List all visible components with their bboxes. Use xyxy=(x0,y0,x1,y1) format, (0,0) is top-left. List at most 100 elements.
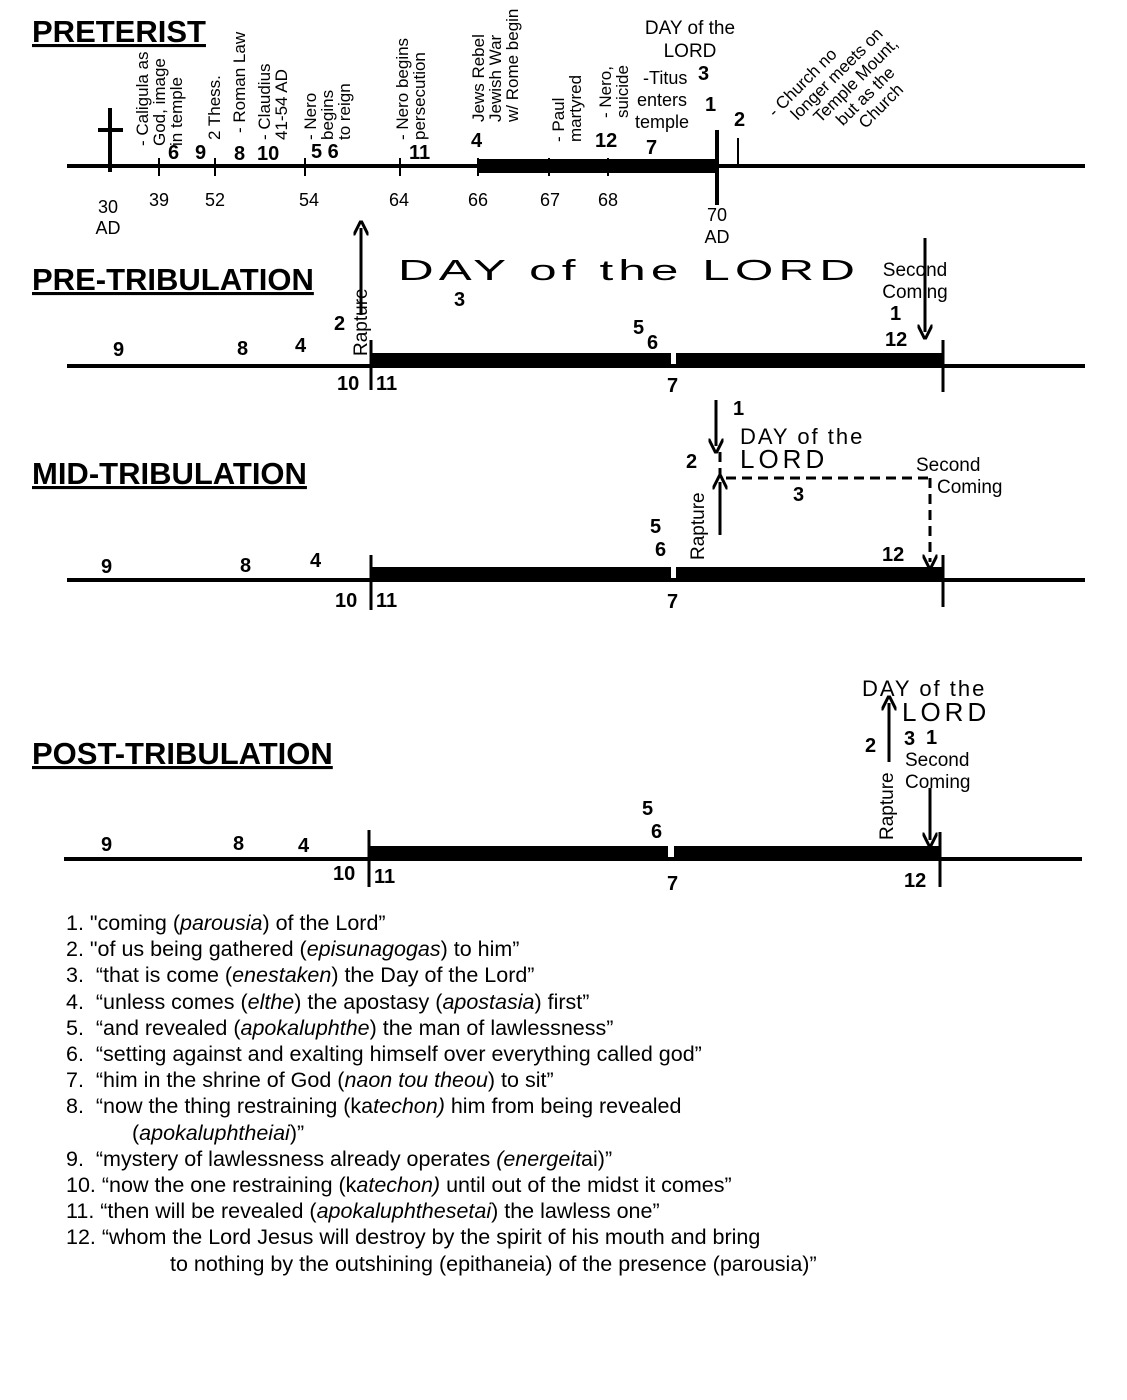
note-text: “and revealed ( xyxy=(83,1015,241,1040)
event-num: 6 xyxy=(168,142,179,164)
event-num: 2 xyxy=(686,451,697,473)
pre-trib-bar-first-half xyxy=(370,353,671,367)
event-num: 5 xyxy=(633,317,644,339)
rapture-label: Rapture xyxy=(688,492,709,560)
note-text: “him in the shrine of God ( xyxy=(83,1068,345,1093)
note-number: 2. xyxy=(66,937,84,962)
note-item: 8. “now the thing restraining (katechon)… xyxy=(66,1093,1106,1119)
preterist-war-bar xyxy=(478,159,718,173)
event-num: 9 xyxy=(101,556,112,578)
event-num: 10 xyxy=(337,373,359,395)
note-greek-term: episunagogas xyxy=(306,937,441,962)
note-greek-term: apostasia xyxy=(442,989,535,1014)
event-num: 2 xyxy=(334,313,345,335)
note-number: 11. xyxy=(66,1199,95,1224)
note-text: ( xyxy=(132,1120,140,1145)
event-num: 1 xyxy=(890,303,901,325)
post-trib-title: POST-TRIBULATION xyxy=(32,736,333,771)
event-num: 8 xyxy=(233,833,244,855)
note-greek-term: elthe xyxy=(247,989,295,1014)
note-text: “unless comes ( xyxy=(83,989,248,1014)
note-item: 12. “whom the Lord Jesus will destroy by… xyxy=(66,1224,1106,1250)
event-label-caligula: - Caligula asGod, imagein temple xyxy=(133,52,186,147)
note-greek-term: atechon) xyxy=(356,1173,441,1198)
note-item: 11. “then will be revealed (apokaluphthe… xyxy=(66,1198,1106,1224)
event-num: 1 xyxy=(926,727,937,749)
year-label: 68 xyxy=(598,190,618,210)
note-number: 8. xyxy=(66,1094,84,1119)
note-text: “mystery of lawlessness already operates xyxy=(83,1146,497,1171)
event-num: 8 xyxy=(240,555,251,577)
note-number: 10. xyxy=(66,1173,96,1198)
note-text: ) to sit” xyxy=(487,1068,554,1093)
note-text: “now the one restraining (k xyxy=(95,1173,357,1198)
event-num: 10 xyxy=(335,590,357,612)
event-num: 12 xyxy=(595,130,617,152)
note-number: 5. xyxy=(66,1015,84,1040)
event-num: 2 xyxy=(865,735,876,757)
post-trib-bar-second-half xyxy=(674,846,941,860)
year-label: 67 xyxy=(540,190,560,210)
event-num: 6 xyxy=(655,539,666,561)
note-item: 6. “setting against and exalting himself… xyxy=(66,1041,1106,1067)
event-label-church: - Church nolonger meets onTemple Mount,b… xyxy=(764,9,927,172)
rapture-label: Rapture xyxy=(877,772,898,840)
year-label: 64 xyxy=(389,190,409,210)
event-num: 7 xyxy=(646,137,657,159)
note-item: 3. “that is come (enestaken) the Day of … xyxy=(66,962,1106,988)
note-text: ) the man of lawlessness” xyxy=(369,1015,614,1040)
note-text: “now the thing restraining (ka xyxy=(83,1094,374,1119)
event-label-2-thess: 2 Thess. xyxy=(205,75,224,140)
event-num: 5 6 xyxy=(311,141,339,163)
mid-trib-title: MID-TRIBULATION xyxy=(32,456,307,491)
pre-trib-title: PRE-TRIBULATION xyxy=(32,262,314,297)
note-item: 7. “him in the shrine of God (naon tou t… xyxy=(66,1067,1106,1093)
event-num: 7 xyxy=(667,375,678,397)
event-num: 3 xyxy=(698,63,709,85)
event-label-nero-persecution: - Nero beginspersecution xyxy=(393,38,429,140)
event-label-nero-suicide: - Nero,suicide xyxy=(596,65,632,118)
note-greek-term: apokaluphtheiai xyxy=(139,1120,290,1145)
event-num: 2 xyxy=(734,109,745,131)
note-text: “that is come ( xyxy=(83,963,233,988)
preterist-year-ticks xyxy=(158,158,609,176)
mid-trib-bar-first-half xyxy=(370,567,671,581)
note-text: “whom the Lord Jesus will destroy by the… xyxy=(95,1225,761,1250)
note-number: 6. xyxy=(66,1042,84,1067)
note-text: ) first” xyxy=(534,989,590,1014)
year-label: 52 xyxy=(205,190,225,210)
verse-notes-list: 1. "coming (parousia) of the Lord”2. "of… xyxy=(66,910,1106,1277)
event-num: 9 xyxy=(195,142,206,164)
preterist-section: PRETERIST - Caligula asGod, imagein temp… xyxy=(32,9,1085,247)
note-greek-term: apokaluphthe xyxy=(240,1015,370,1040)
event-num: 5 xyxy=(642,798,653,820)
event-label-paul: - Paulmartyred xyxy=(549,75,585,142)
event-num: 7 xyxy=(667,591,678,613)
preterist-title: PRETERIST xyxy=(32,14,206,49)
note-item: 5. “and revealed (apokaluphthe) the man … xyxy=(66,1015,1106,1041)
event-num: 6 xyxy=(651,821,662,843)
rapture-label: Rapture xyxy=(351,288,372,356)
event-label-claudius: - Claudius41-54 AD xyxy=(255,63,291,140)
event-num: 4 xyxy=(310,550,322,572)
event-num: 3 xyxy=(904,728,915,750)
day-of-lord-banner: DAY of the LORD xyxy=(398,255,860,287)
note-number: 1. xyxy=(66,911,84,935)
event-label-jewish-war: Jews RebelJewish Warw/ Rome begin xyxy=(469,9,522,123)
event-num: 8 xyxy=(237,338,248,360)
note-number: 9. xyxy=(66,1146,84,1171)
note-text: ) of the Lord” xyxy=(262,911,386,935)
note-greek-term: techon) xyxy=(373,1094,445,1119)
note-number: 3. xyxy=(66,963,84,988)
event-num: 12 xyxy=(904,870,926,892)
event-num: 12 xyxy=(882,544,904,566)
